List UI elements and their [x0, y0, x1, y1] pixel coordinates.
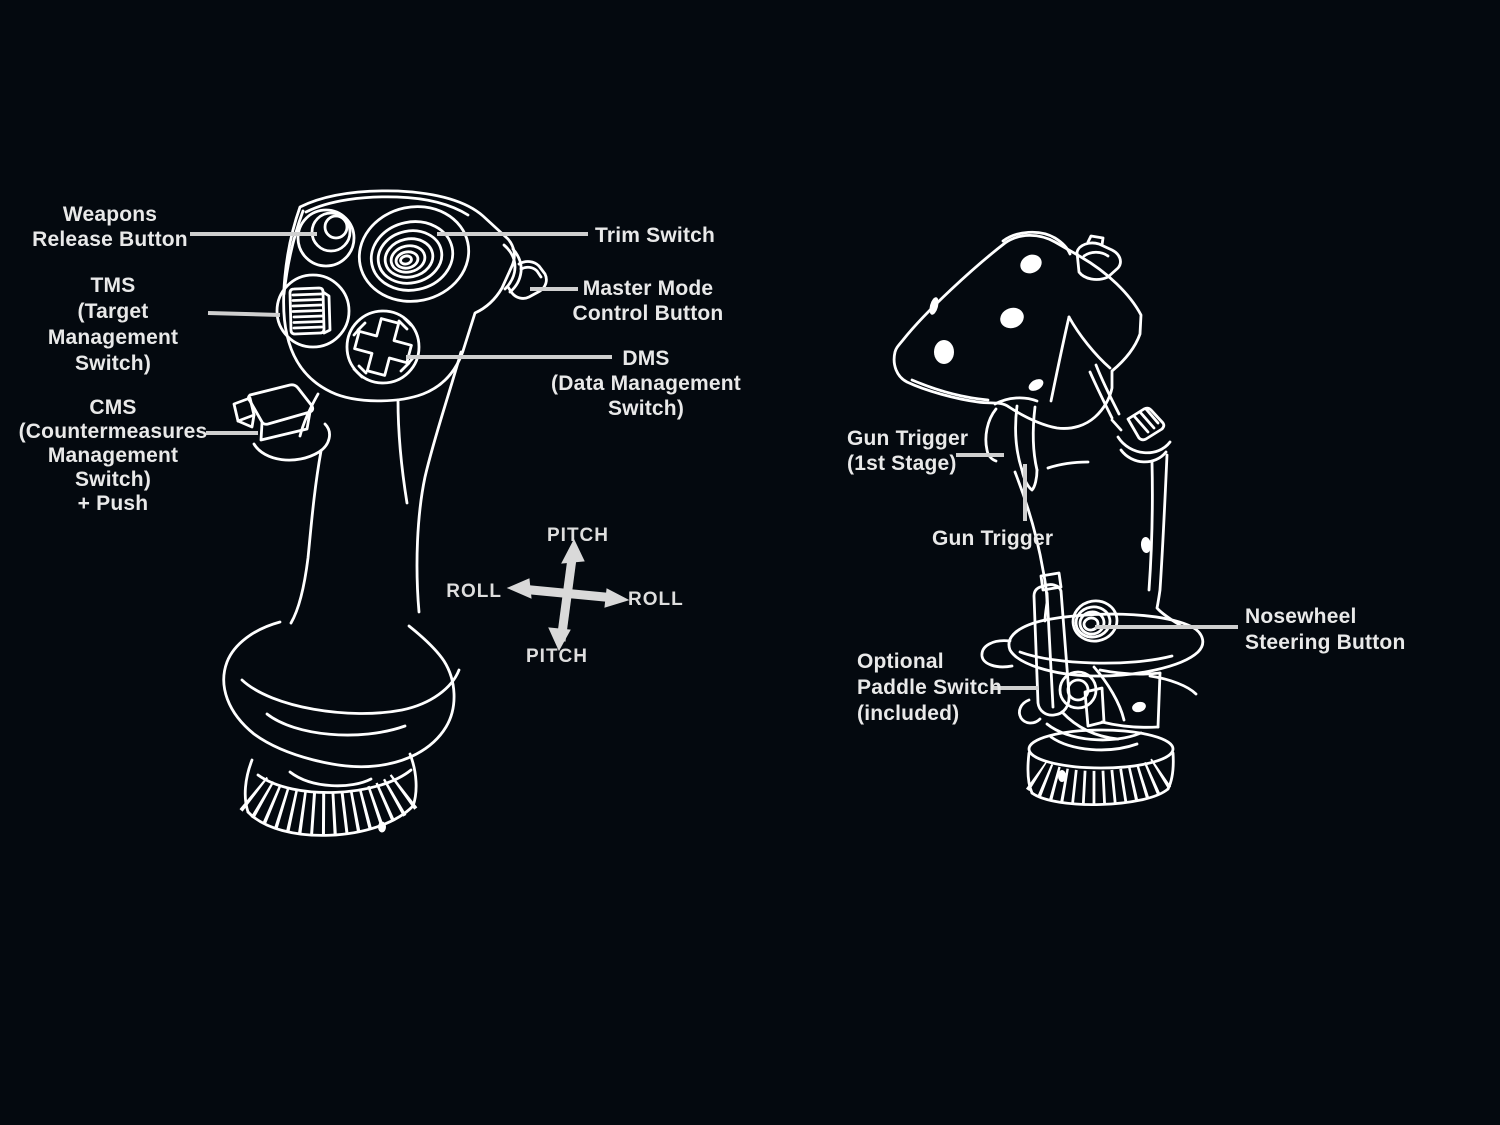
label-cms: CMS (Countermeasures Management Switch) …: [18, 396, 208, 515]
left-joystick-drawing: [222, 189, 548, 837]
gun-trigger-drawing: [984, 396, 1039, 492]
nosewheel-steering-button-drawing: [1071, 599, 1119, 643]
label-nosewheel-steering-button: Nosewheel Steering Button: [1245, 605, 1406, 654]
roll-right-arrowhead: [604, 588, 630, 608]
pitch-roll-cross: [506, 538, 630, 652]
hand-rest-platform: [980, 612, 1205, 696]
label-trim-switch: Trim Switch: [595, 224, 716, 247]
pitch-up-arrowhead: [561, 538, 585, 564]
label-pitch-up: PITCH: [547, 525, 609, 546]
roll-left-arrowhead: [506, 578, 532, 599]
leader-lines: [190, 232, 1238, 690]
base-knurl-ring-side: [1025, 728, 1178, 806]
dms-switch-drawing: [345, 309, 421, 385]
base-flange: [222, 620, 461, 788]
label-roll-left: ROLL: [446, 581, 502, 602]
cms-switch-side-drawing: [1110, 406, 1172, 464]
tms-switch-drawing: [275, 273, 351, 349]
label-gun-trigger-1st-stage: Gun Trigger (1st Stage): [847, 427, 969, 475]
weapons-release-button-drawing: [296, 208, 356, 268]
label-weapons-release-button: Weapons Release Button: [32, 203, 188, 251]
stick-handle-side: [1013, 363, 1183, 628]
leader-tms: [207, 311, 281, 317]
label-pitch-down: PITCH: [526, 646, 588, 667]
label-tms: TMS (Target Management Switch): [47, 274, 179, 375]
label-gun-trigger: Gun Trigger: [932, 527, 1054, 550]
label-roll-right: ROLL: [628, 589, 684, 610]
trim-switch-drawing: [357, 205, 471, 303]
trim-switch-side-drawing: [1075, 234, 1122, 281]
pitch-down-arrowhead: [548, 627, 571, 652]
label-optional-paddle-switch: Optional Paddle Switch (included): [857, 650, 1002, 725]
cms-switch-drawing: [232, 383, 331, 462]
label-master-mode-control-button: Master Mode Control Button: [572, 277, 724, 325]
base-knurl-ring: [239, 752, 425, 837]
master-mode-button-drawing: [502, 243, 548, 300]
label-dms: DMS (Data Management Switch): [551, 347, 741, 420]
paddle-switch-drawing: [1018, 571, 1071, 725]
stick-head-side: [892, 230, 1143, 430]
stick-handle: [289, 350, 463, 625]
head-buttons-dots: [929, 254, 1152, 782]
stick-head: [282, 189, 516, 403]
